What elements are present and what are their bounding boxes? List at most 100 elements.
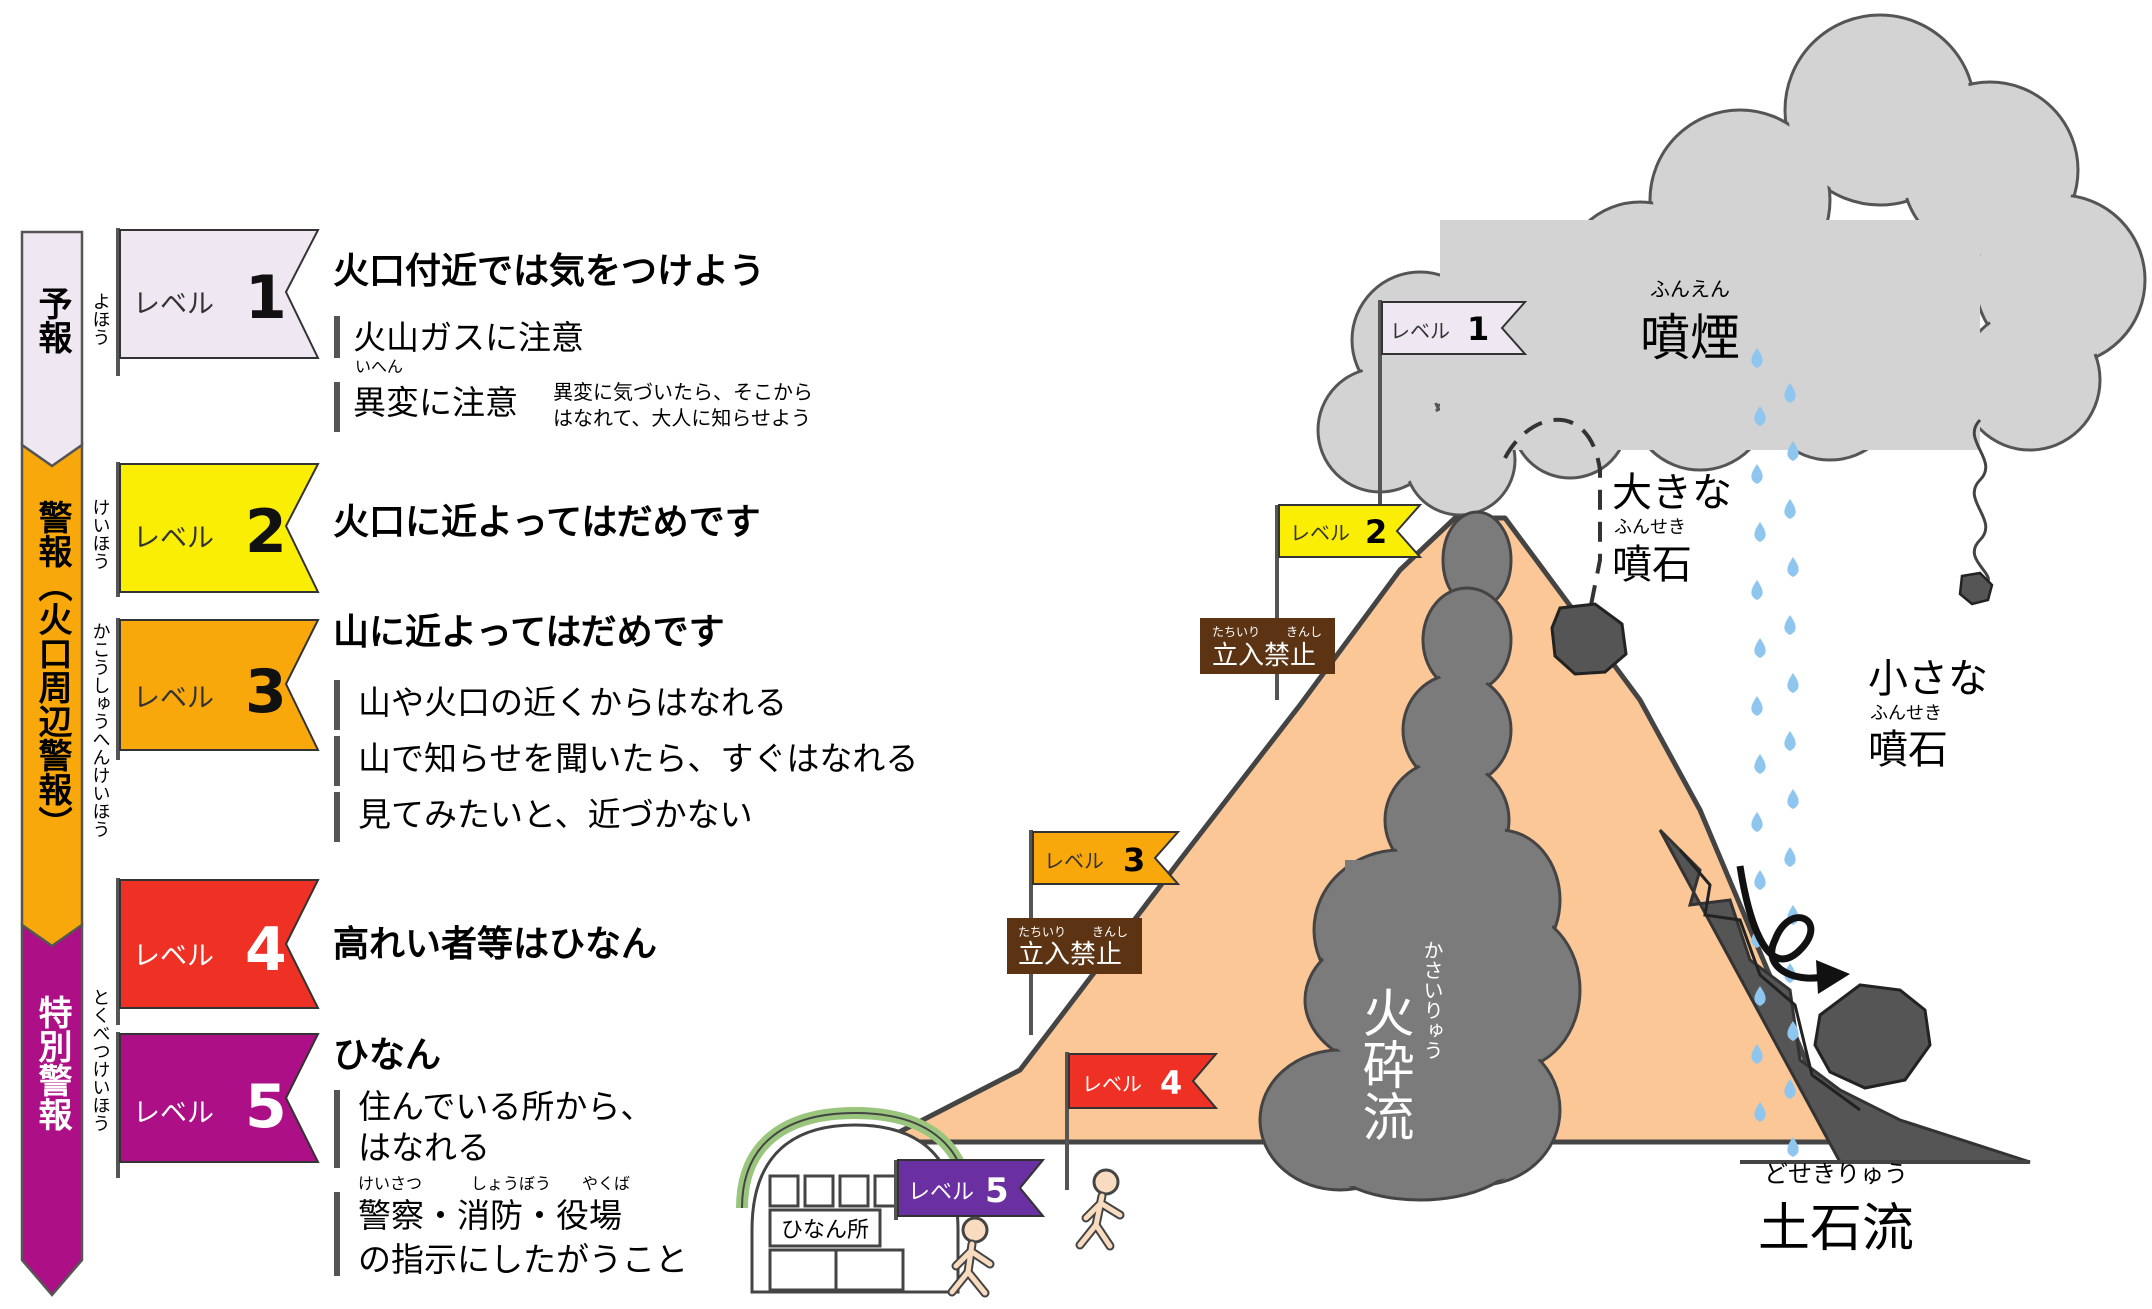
no-entry-sign-1-label: 立入禁止 (1212, 641, 1316, 671)
drop-icon (1751, 812, 1763, 832)
level-4-word: レベル (133, 941, 214, 972)
level-2-number: 2 (245, 497, 287, 567)
no-entry-sign-1-ruby-1: たちいり (1212, 625, 1260, 639)
drop-icon (1754, 522, 1766, 542)
level-1-item-2: 異変に注意 (353, 383, 518, 422)
drop-icon (1751, 464, 1763, 484)
drop-icon (1784, 383, 1796, 403)
drop-icon (1787, 673, 1799, 693)
drop-icon (1754, 986, 1766, 1006)
flag-level-4 (1068, 1053, 1219, 1109)
level-5-word: レベル (133, 1098, 214, 1129)
arrow-head-icon (1816, 960, 1850, 994)
level-4-number: 4 (245, 915, 287, 985)
level-4-ribbon (119, 879, 320, 1009)
level-3-word: レベル (133, 683, 214, 714)
drop-icon (1751, 580, 1763, 600)
level-1-item-1: 火山ガスに注意 (353, 318, 584, 357)
flag-level-1 (1381, 301, 1528, 355)
small-rock-label-1: 小さな (1868, 656, 1988, 702)
flag-level-3 (1032, 831, 1181, 885)
level-5-ruby-shoubou: しょうぼう (471, 1174, 551, 1193)
flag-1-number: 1 (1467, 310, 1489, 348)
flag-3-number: 3 (1123, 841, 1145, 879)
big-rock-label-1: 大きな (1612, 470, 1732, 516)
category-keihou-ruby2: かこうしゅうへんけいほう (90, 622, 111, 838)
flag-5-word: レベル (908, 1180, 974, 1205)
level-5-ribbon (119, 1033, 320, 1163)
drop-icon (1751, 348, 1763, 368)
level-ribbons: レベル 1 レベル 2 レベル 3 レベル 4 レベル 5 (116, 228, 320, 1178)
level-2-ribbon (119, 463, 320, 593)
debris-ruby: どせきりゅう (1764, 1160, 1908, 1188)
no-entry-sign-2-ruby-2: きんし (1092, 925, 1128, 939)
drop-icon (1787, 441, 1799, 461)
level-1-title: 火口付近では気をつけよう (333, 251, 765, 292)
drop-icon (1784, 615, 1796, 635)
level-1-word: レベル (133, 289, 214, 320)
category-tokubetsu-band (20, 922, 84, 1297)
small-rock-ruby: ふんせき (1870, 703, 1942, 724)
level-4-title: 高れい者等はひなん (333, 924, 657, 965)
level-3-ribbon (119, 619, 320, 751)
level-5-item-4: の指示にしたがうこと (358, 1240, 688, 1279)
level-3-item-3: 見てみたいと、近づかない (358, 795, 753, 834)
drop-icon (1754, 1102, 1766, 1122)
smoke-label: 噴煙 (1640, 309, 1740, 367)
level-1-note-line-2: はなれて、大人に知らせよう (553, 406, 811, 430)
big-rock-ruby: ふんせき (1614, 517, 1686, 538)
category-tokubetsu-ruby: とくべつけいほう (90, 988, 111, 1132)
category-yohou-ruby: よほう (90, 292, 111, 346)
flag-5-number: 5 (985, 1171, 1009, 1211)
flag-4-word: レベル (1082, 1072, 1142, 1096)
level-3-number: 3 (245, 657, 287, 727)
level-5-title: ひなん (333, 1035, 441, 1076)
drop-icon (1751, 1044, 1763, 1064)
debris-label: 土石流 (1758, 1199, 1914, 1259)
no-entry-sign-1-ruby-2: きんし (1286, 625, 1322, 639)
flag-level-2 (1278, 504, 1423, 558)
drop-icon (1751, 696, 1763, 716)
level-3-title: 山に近よってはだめです (333, 612, 725, 653)
category-keihou-ruby: けいほう (90, 498, 111, 570)
flag-4-number: 4 (1160, 1064, 1182, 1102)
flag-1-word: レベル (1390, 319, 1450, 343)
drop-icon (1754, 870, 1766, 890)
level-1-note-line-1: 異変に気づいたら、そこから (553, 380, 813, 404)
drop-icon (1784, 499, 1796, 519)
pyroclastic-label: 火砕流 (1353, 986, 1413, 1142)
debris-rock-icon (1813, 983, 1932, 1090)
debris-arrow (1736, 865, 1832, 982)
small-rock-label-2: 噴石 (1868, 727, 1948, 773)
level-5-number: 5 (245, 1072, 287, 1142)
level-3-item-1: 山や火口の近くからはなれる (358, 683, 787, 722)
level-1-ribbon (119, 229, 320, 359)
level-descriptions: 火口付近では気をつけよう 火山ガスに注意 いへん 異変に注意 異変に気づいたら、… (333, 251, 918, 1279)
drop-icon (1787, 557, 1799, 577)
drop-icon (1787, 1137, 1799, 1157)
level-5-ruby-yakuba: やくば (582, 1174, 630, 1193)
level-1-item-2-ruby: いへん (355, 357, 403, 376)
flag-2-word: レベル (1290, 521, 1350, 545)
big-rock-label-2: 噴石 (1612, 542, 1692, 588)
drop-icon (1787, 1021, 1799, 1041)
category-keihou-label: 警報（火口周辺警報） (32, 500, 72, 840)
drop-icon (1784, 847, 1796, 867)
level-2-title: 火口に近よってはだめです (333, 502, 761, 543)
walking-person-icon (947, 1216, 995, 1298)
shelter-label: ひなん所 (781, 1218, 869, 1243)
level-2-word: レベル (133, 523, 214, 554)
drop-icon (1784, 1079, 1796, 1099)
flag-3-word: レベル (1044, 849, 1104, 873)
category-tokubetsu-label: 特別警報 (32, 995, 72, 1131)
no-entry-sign-2 (1007, 918, 1142, 974)
level-5-item-1: 住んでいる所から、 (358, 1087, 653, 1126)
flag-2-number: 2 (1365, 513, 1387, 551)
level-5-item-3: 警察・消防・役場 (358, 1196, 622, 1235)
big-rock-icon (1550, 602, 1628, 676)
category-bar: 予報 警報（火口周辺警報） 特別警報 よほう けいほう かこうしゅうへんけいほう… (20, 230, 111, 1297)
drop-icon (1787, 789, 1799, 809)
flag-level-5 (897, 1159, 1046, 1217)
drop-icon (1784, 731, 1796, 751)
